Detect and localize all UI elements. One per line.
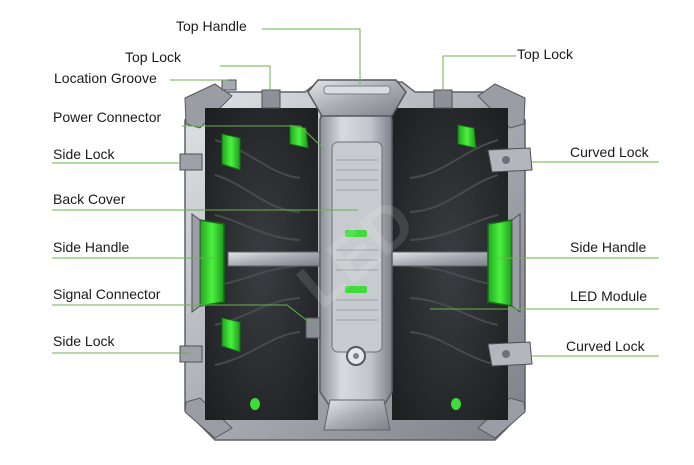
power-connector-left bbox=[221, 133, 241, 171]
back-cover-indicator-lower bbox=[345, 286, 367, 293]
bottom-foot bbox=[323, 399, 391, 431]
label-top-lock-left: Top Lock bbox=[125, 49, 182, 65]
leader-top-handle bbox=[262, 28, 361, 84]
label-top-lock-right: Top Lock bbox=[517, 46, 574, 62]
led-cabinet: LED bbox=[179, 79, 533, 441]
leader-top-lock-right bbox=[442, 55, 516, 92]
leader-signal-connector bbox=[52, 304, 315, 327]
side-handle-left-frame bbox=[191, 213, 201, 313]
bottom-light-left bbox=[250, 398, 260, 410]
power-connector-center bbox=[289, 124, 309, 149]
location-groove bbox=[221, 79, 237, 91]
leader-top-lock-left bbox=[220, 65, 271, 92]
label-power-connector: Power Connector bbox=[53, 109, 162, 125]
leader-power-connector bbox=[182, 125, 326, 151]
top-handle-grip bbox=[323, 85, 391, 95]
top-handle bbox=[307, 79, 407, 117]
power-connector-right bbox=[457, 124, 477, 149]
label-side-lock-upper: Side Lock bbox=[53, 146, 115, 162]
top-lock-left bbox=[261, 89, 281, 109]
label-curved-lock-upper: Curved Lock bbox=[570, 144, 649, 160]
label-side-lock-lower: Side Lock bbox=[53, 333, 115, 349]
label-curved-lock-lower: Curved Lock bbox=[566, 338, 645, 354]
label-location-groove: Location Groove bbox=[54, 70, 157, 86]
side-handle-left bbox=[199, 219, 225, 307]
side-handle-right-frame bbox=[511, 213, 521, 313]
label-signal-connector: Signal Connector bbox=[53, 286, 161, 302]
bottom-light-right bbox=[451, 398, 461, 410]
leader-lines bbox=[52, 28, 659, 357]
label-side-handle-left: Side Handle bbox=[53, 239, 130, 255]
label-back-cover: Back Cover bbox=[53, 191, 126, 207]
back-cover-indicator-upper bbox=[345, 230, 367, 237]
side-lock-lower bbox=[179, 345, 203, 363]
side-handle-right bbox=[487, 219, 513, 307]
side-lock-upper bbox=[179, 153, 203, 171]
power-connector-lower bbox=[221, 317, 241, 353]
curved-lock-lower-pin bbox=[502, 350, 510, 358]
back-cover-ribs bbox=[336, 159, 378, 321]
panel-texture bbox=[214, 139, 499, 366]
label-led-module: LED Module bbox=[570, 288, 648, 304]
label-top-handle: Top Handle bbox=[176, 18, 247, 34]
back-cover-knob-center bbox=[353, 353, 359, 359]
curved-lock-upper-pin bbox=[502, 156, 510, 164]
top-lock-right bbox=[433, 89, 453, 109]
label-side-handle-right: Side Handle bbox=[570, 239, 647, 255]
